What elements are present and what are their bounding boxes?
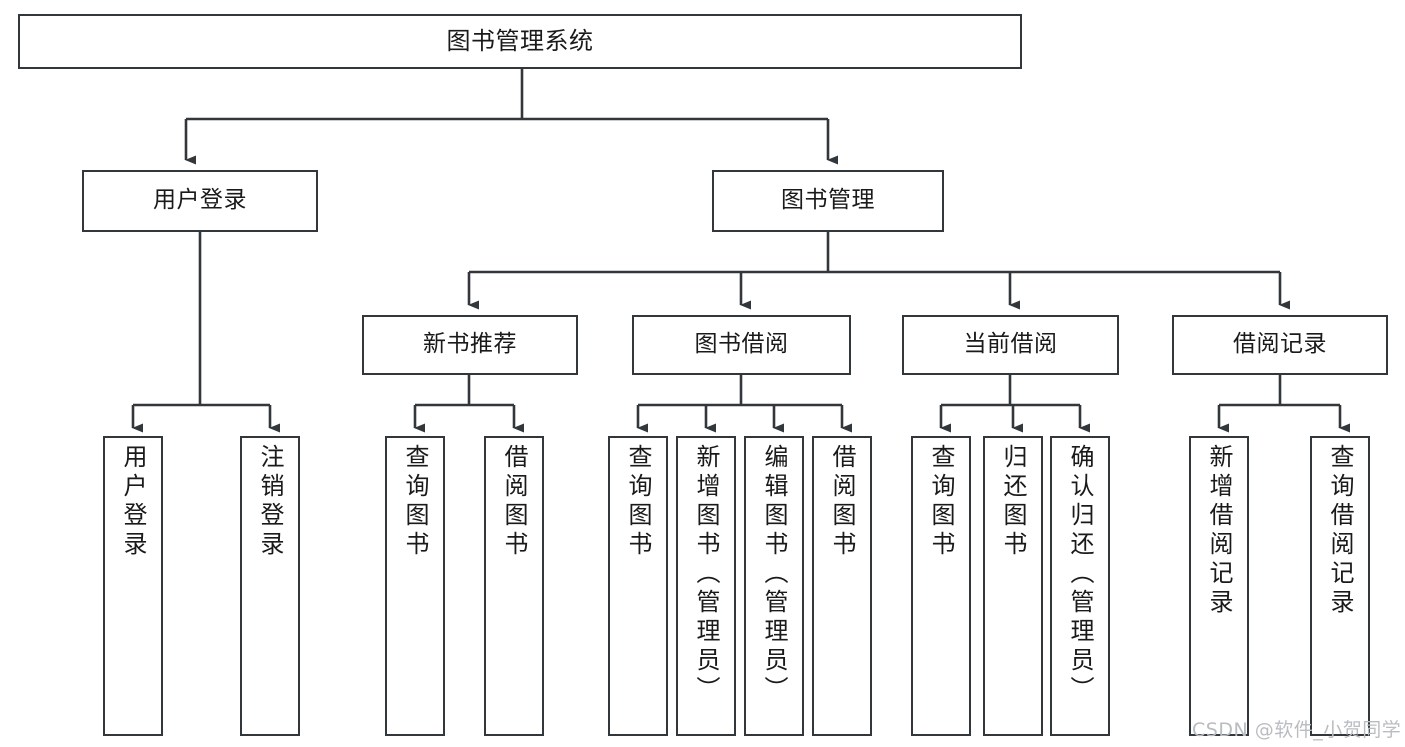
- node-borrow-add-book-label: 新增图书（管理员）: [692, 444, 720, 705]
- node-new-book-rec[interactable]: 新书推荐: [362, 315, 578, 375]
- node-rec-borrow-book-label: 借阅图书: [500, 444, 528, 560]
- node-user-login-do-label: 用户登录: [119, 444, 147, 560]
- node-borrow-query-book-label: 查询图书: [624, 444, 652, 560]
- node-rec-borrow-book[interactable]: 借阅图书: [484, 436, 544, 736]
- node-book-manage-label: 图书管理: [781, 187, 875, 214]
- node-user-login-do[interactable]: 用户登录: [103, 436, 163, 736]
- node-rec-query-record[interactable]: 查询借阅记录: [1310, 436, 1370, 736]
- node-borrow-record[interactable]: 借阅记录: [1172, 315, 1388, 375]
- node-cur-confirm-return[interactable]: 确认归还（管理员）: [1050, 436, 1110, 736]
- node-rec-query-record-label: 查询借阅记录: [1326, 444, 1354, 618]
- node-borrow-record-label: 借阅记录: [1233, 331, 1327, 358]
- node-rec-query-book-label: 查询图书: [401, 444, 429, 560]
- node-borrow-lend-book-label: 借阅图书: [828, 444, 856, 560]
- node-borrow-add-book[interactable]: 新增图书（管理员）: [676, 436, 736, 736]
- node-cur-confirm-return-label: 确认归还（管理员）: [1066, 444, 1094, 705]
- node-borrow-edit-book[interactable]: 编辑图书（管理员）: [744, 436, 804, 736]
- node-book-borrow-label: 图书借阅: [694, 331, 789, 358]
- node-user-login[interactable]: 用户登录: [82, 170, 318, 232]
- node-cur-query-book[interactable]: 查询图书: [911, 436, 971, 736]
- node-new-book-rec-label: 新书推荐: [423, 331, 517, 358]
- node-user-login-label: 用户登录: [153, 187, 247, 214]
- node-borrow-query-book[interactable]: 查询图书: [608, 436, 668, 736]
- node-rec-query-book[interactable]: 查询图书: [385, 436, 445, 736]
- node-current-borrow[interactable]: 当前借阅: [902, 315, 1119, 375]
- node-root-label: 图书管理系统: [446, 27, 594, 56]
- node-book-manage[interactable]: 图书管理: [712, 170, 944, 232]
- node-current-borrow-label: 当前借阅: [963, 331, 1058, 358]
- node-book-borrow[interactable]: 图书借阅: [632, 315, 851, 375]
- node-rec-add-record-label: 新增借阅记录: [1205, 444, 1233, 618]
- node-user-logout[interactable]: 注销登录: [240, 436, 300, 736]
- node-cur-return-book-label: 归还图书: [999, 444, 1027, 560]
- node-cur-query-book-label: 查询图书: [927, 444, 955, 560]
- node-rec-add-record[interactable]: 新增借阅记录: [1189, 436, 1249, 736]
- node-borrow-edit-book-label: 编辑图书（管理员）: [760, 444, 788, 705]
- node-root[interactable]: 图书管理系统: [18, 14, 1022, 69]
- node-borrow-lend-book[interactable]: 借阅图书: [812, 436, 872, 736]
- node-cur-return-book[interactable]: 归还图书: [983, 436, 1043, 736]
- csdn-watermark: CSDN @软件_小贺同学: [1192, 719, 1402, 741]
- node-user-logout-label: 注销登录: [256, 444, 284, 560]
